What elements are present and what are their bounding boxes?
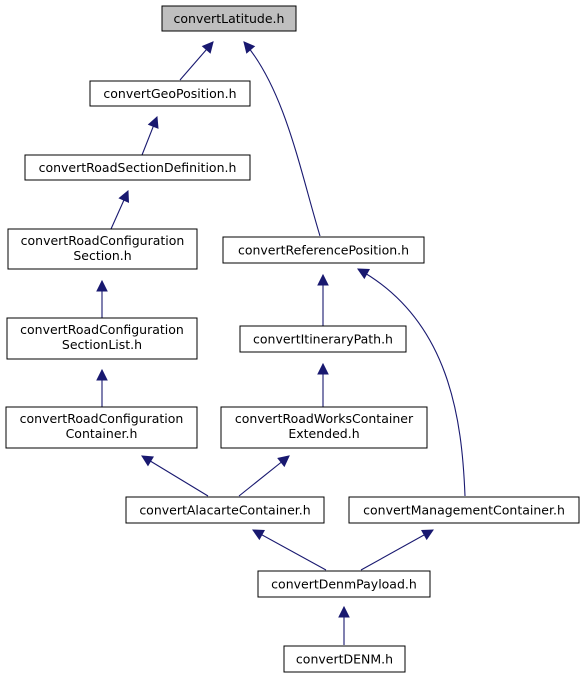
node-label: convertLatitude.h xyxy=(174,11,285,26)
edge-geo-lat xyxy=(179,41,214,81)
node-box xyxy=(125,496,325,524)
arrowhead-icon xyxy=(252,529,265,541)
node-label-line-2: Section.h xyxy=(73,248,131,263)
edge-line xyxy=(238,455,290,497)
node-box xyxy=(6,317,198,360)
node-label: convertItineraryPath.h xyxy=(253,332,393,347)
arrowhead-icon xyxy=(317,362,329,375)
node-label-line-1: convertRoadConfiguration xyxy=(20,411,184,426)
edge-line xyxy=(243,41,321,237)
edge-line xyxy=(357,268,466,497)
edge-ala-rcc xyxy=(141,455,209,497)
node-label-line-2: SectionList.h xyxy=(62,337,142,352)
node-denmp[interactable]: convertDenmPayload.h xyxy=(257,570,431,598)
node-label: convertDenmPayload.h xyxy=(271,577,417,592)
arrowhead-icon xyxy=(201,41,214,54)
node-label-line-1: convertRoadWorksContainer xyxy=(235,411,414,426)
arrowhead-icon xyxy=(147,115,159,129)
node-box xyxy=(161,5,297,32)
node-box xyxy=(5,406,198,449)
edge-denm-denmp xyxy=(338,605,350,645)
edge-mgmt-ref xyxy=(357,268,466,497)
node-label-line-2: Container.h xyxy=(66,426,138,441)
edge-line xyxy=(252,529,327,571)
edge-rcc-rcsl xyxy=(96,368,108,407)
arrowhead-icon xyxy=(277,455,290,468)
edges-layer xyxy=(96,41,466,645)
node-label: convertAlacarteContainer.h xyxy=(139,503,310,518)
node-label-line-1: convertRoadConfiguration xyxy=(21,233,185,248)
edge-rwce-itin xyxy=(317,362,329,407)
node-box xyxy=(283,645,406,673)
edge-line xyxy=(141,455,209,497)
node-box xyxy=(7,228,198,270)
node-box xyxy=(89,80,251,107)
node-itin[interactable]: convertItineraryPath.h xyxy=(239,325,407,353)
node-denm[interactable]: convertDENM.h xyxy=(283,645,406,673)
edge-denmp-ala xyxy=(252,529,327,571)
node-box xyxy=(222,236,425,264)
arrowhead-icon xyxy=(357,268,370,280)
node-label: convertDENM.h xyxy=(296,652,393,667)
arrowhead-icon xyxy=(338,605,350,618)
edge-denmp-mgmt xyxy=(360,529,434,571)
arrowhead-icon xyxy=(96,368,108,381)
arrowhead-icon xyxy=(141,455,154,467)
edge-line xyxy=(360,529,434,571)
node-box xyxy=(239,325,407,353)
node-ala[interactable]: convertAlacarteContainer.h xyxy=(125,496,325,524)
arrowhead-icon xyxy=(317,273,329,286)
node-label-line-1: convertRoadConfiguration xyxy=(20,322,184,337)
node-box xyxy=(348,496,580,524)
arrowhead-icon xyxy=(243,41,256,54)
arrowhead-icon xyxy=(96,279,108,292)
arrowhead-icon xyxy=(421,529,434,541)
edge-rcsl-rcs xyxy=(96,279,108,318)
edge-itin-ref xyxy=(317,273,329,326)
node-label-line-2: Extended.h xyxy=(288,426,359,441)
node-lat[interactable]: convertLatitude.h xyxy=(161,5,297,32)
node-geo[interactable]: convertGeoPosition.h xyxy=(89,80,251,107)
node-label: convertGeoPosition.h xyxy=(103,86,236,101)
node-box xyxy=(24,154,251,181)
edge-ala-rwce xyxy=(238,455,290,497)
node-label: convertRoadSectionDefinition.h xyxy=(39,160,237,175)
node-label: convertReferencePosition.h xyxy=(238,243,409,258)
arrowhead-icon xyxy=(118,189,130,203)
nodes-layer: convertLatitude.h convertGeoPosition.h con… xyxy=(5,5,580,673)
edge-rsd-geo xyxy=(141,115,159,156)
edge-rcs-rsd xyxy=(110,189,130,230)
node-box xyxy=(257,570,431,598)
node-box xyxy=(220,406,428,449)
node-ref[interactable]: convertReferencePosition.h xyxy=(222,236,425,264)
edge-ref-lat xyxy=(243,41,321,237)
node-rsd[interactable]: convertRoadSectionDefinition.h xyxy=(24,154,251,181)
node-label: convertManagementContainer.h xyxy=(363,503,565,518)
node-mgmt[interactable]: convertManagementContainer.h xyxy=(348,496,580,524)
